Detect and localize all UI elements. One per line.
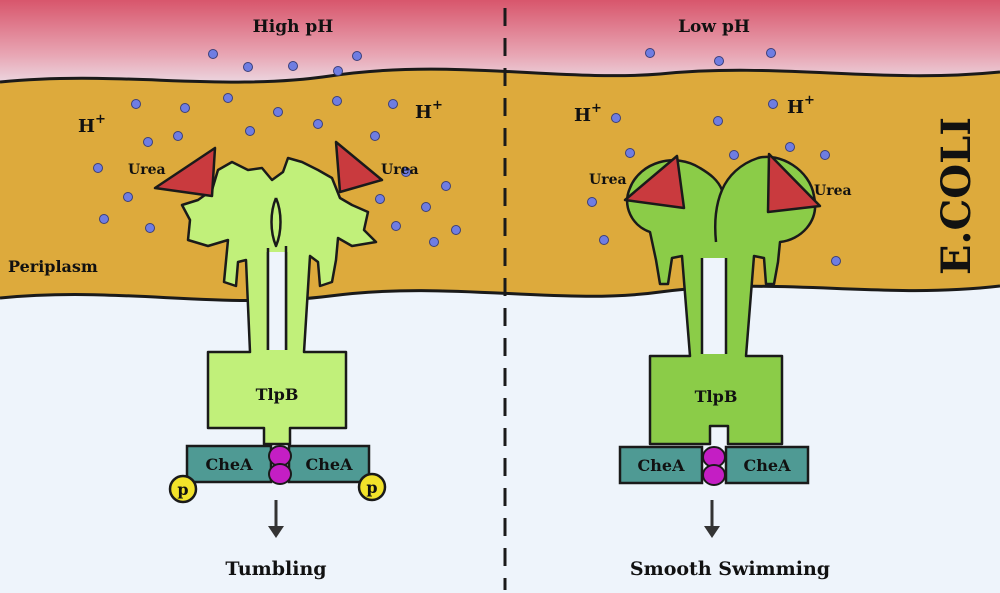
- left-receptor-label: TlpB: [256, 385, 299, 404]
- particle: [313, 119, 323, 129]
- particle: [421, 202, 431, 212]
- right-urea-label-2: Urea: [814, 183, 852, 199]
- particle: [388, 99, 398, 109]
- particle: [180, 103, 190, 113]
- particle: [243, 62, 253, 72]
- particle: [145, 223, 155, 233]
- periplasm-label: Periplasm: [8, 257, 98, 276]
- right-chea-right: [724, 445, 810, 485]
- particle: [441, 181, 451, 191]
- right-linker-bottom: [702, 464, 726, 486]
- left-proton-label-2: H+: [415, 98, 443, 123]
- particle: [99, 214, 109, 224]
- particle: [587, 197, 597, 207]
- particle: [401, 167, 411, 177]
- particle: [611, 113, 621, 123]
- particle: [785, 142, 795, 152]
- left-chea-right: [287, 444, 371, 484]
- particle: [768, 99, 778, 109]
- particle: [273, 107, 283, 117]
- left-chea-left: [185, 444, 273, 484]
- particle: [645, 48, 655, 58]
- right-receptor-label: TlpB: [695, 387, 738, 406]
- particle: [375, 194, 385, 204]
- particle: [245, 126, 255, 136]
- right-receptor-gap: [702, 258, 726, 354]
- particle: [451, 225, 461, 235]
- particle: [714, 56, 724, 66]
- left-phosphate-right: [357, 472, 387, 502]
- left-phosphate-label-2: p: [366, 478, 377, 497]
- particle: [123, 192, 133, 202]
- left-outcome-label: Tumbling: [225, 558, 326, 580]
- left-urea-left: [153, 146, 217, 198]
- right-urea-right: [766, 152, 822, 214]
- left-receptor-gap: [268, 252, 286, 350]
- particle: [131, 99, 141, 109]
- particle: [599, 235, 609, 245]
- particle: [391, 221, 401, 231]
- particle: [208, 49, 218, 59]
- particle: [625, 148, 635, 158]
- right-outcome-label: Smooth Swimming: [630, 558, 830, 580]
- particle: [352, 51, 362, 61]
- left-phosphate-label-1: p: [177, 480, 188, 499]
- particle: [288, 61, 298, 71]
- right-proton-label-2: H+: [787, 93, 815, 118]
- particle: [143, 137, 153, 147]
- organism-label: E.COLI: [933, 117, 980, 275]
- particle: [333, 66, 343, 76]
- left-environment-label: High pH: [253, 17, 334, 37]
- particle: [370, 131, 380, 141]
- particle: [173, 131, 183, 141]
- particle: [429, 237, 439, 247]
- outer-membrane-line: [0, 67, 1000, 84]
- particle: [766, 48, 776, 58]
- right-proton-label-1: H+: [574, 101, 602, 126]
- particle: [223, 93, 233, 103]
- particle: [729, 150, 739, 160]
- right-chea-label-2: CheA: [744, 456, 792, 475]
- right-arrow-head: [704, 526, 720, 538]
- right-urea-left: [623, 154, 686, 210]
- right-chea-label-1: CheA: [638, 456, 686, 475]
- left-proton-label-1: H+: [78, 112, 106, 137]
- right-chea-left: [618, 445, 704, 485]
- particle: [332, 96, 342, 106]
- left-chea-label-1: CheA: [206, 455, 254, 474]
- left-urea-label-1: Urea: [128, 162, 166, 178]
- left-chea-label-2: CheA: [306, 455, 354, 474]
- right-urea-label-1: Urea: [589, 172, 627, 188]
- right-environment-label: Low pH: [678, 17, 750, 37]
- particle: [820, 150, 830, 160]
- inner-membrane-line: [0, 284, 1000, 303]
- left-phosphate-left: [168, 474, 198, 504]
- left-linker-bottom: [268, 463, 292, 485]
- left-urea-right: [334, 140, 384, 194]
- particle: [713, 116, 723, 126]
- left-urea-label-2: Urea: [381, 162, 419, 178]
- left-arrow-head: [268, 526, 284, 538]
- particle: [831, 256, 841, 266]
- left-particles: [93, 49, 461, 247]
- right-particles: [587, 48, 841, 266]
- particle: [93, 163, 103, 173]
